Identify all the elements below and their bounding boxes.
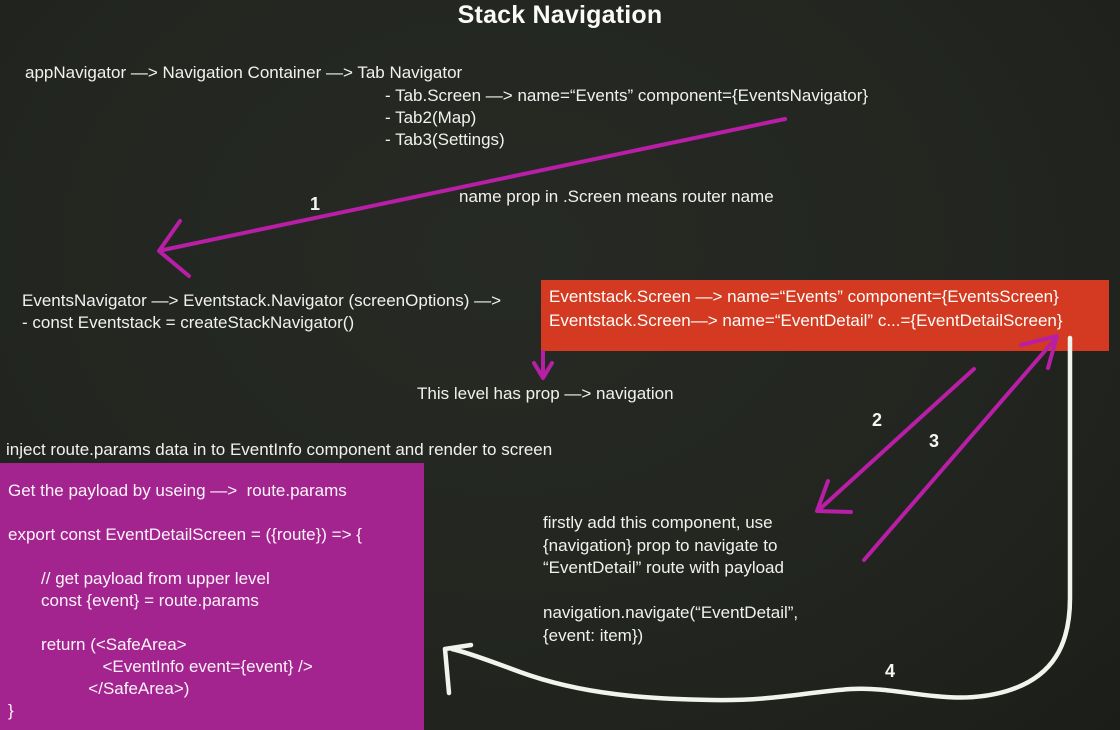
inject-route-params-note: inject route.params data in to EventInfo… [6,440,553,459]
navigate-instructions-note: firstly add this component, use{navigati… [543,513,799,645]
events-navigator-block: EventsNavigator —> Eventstack.Navigator … [22,290,501,334]
event-detail-code-box: Get the payload by useing —> route.param… [0,463,424,730]
step-label-3: 3 [929,431,940,451]
step-label-4: 4 [885,661,896,681]
down-arrow-from-red-box [532,350,554,380]
create-stack-navigator-line: - const Eventstack = createStackNavigato… [22,313,355,332]
app-navigator-line: appNavigator —> Navigation Container —> … [25,63,463,82]
router-name-note: name prop in .Screen means router name [459,187,774,206]
step-label-1: 1 [310,194,321,214]
events-navigator-line: EventsNavigator —> Eventstack.Navigator … [22,291,502,310]
eventstack-screen-box: Eventstack.Screen —> name=“Events” compo… [541,280,1109,351]
step-label-2: 2 [872,410,883,430]
arrow-step-2 [815,367,976,514]
page-title: Stack Navigation [457,1,663,29]
tab-navigator-items: - Tab.Screen —> name=“Events” component=… [385,86,869,149]
arrow-step-3 [862,334,1059,562]
navigation-prop-note: This level has prop —> navigation [417,384,674,403]
